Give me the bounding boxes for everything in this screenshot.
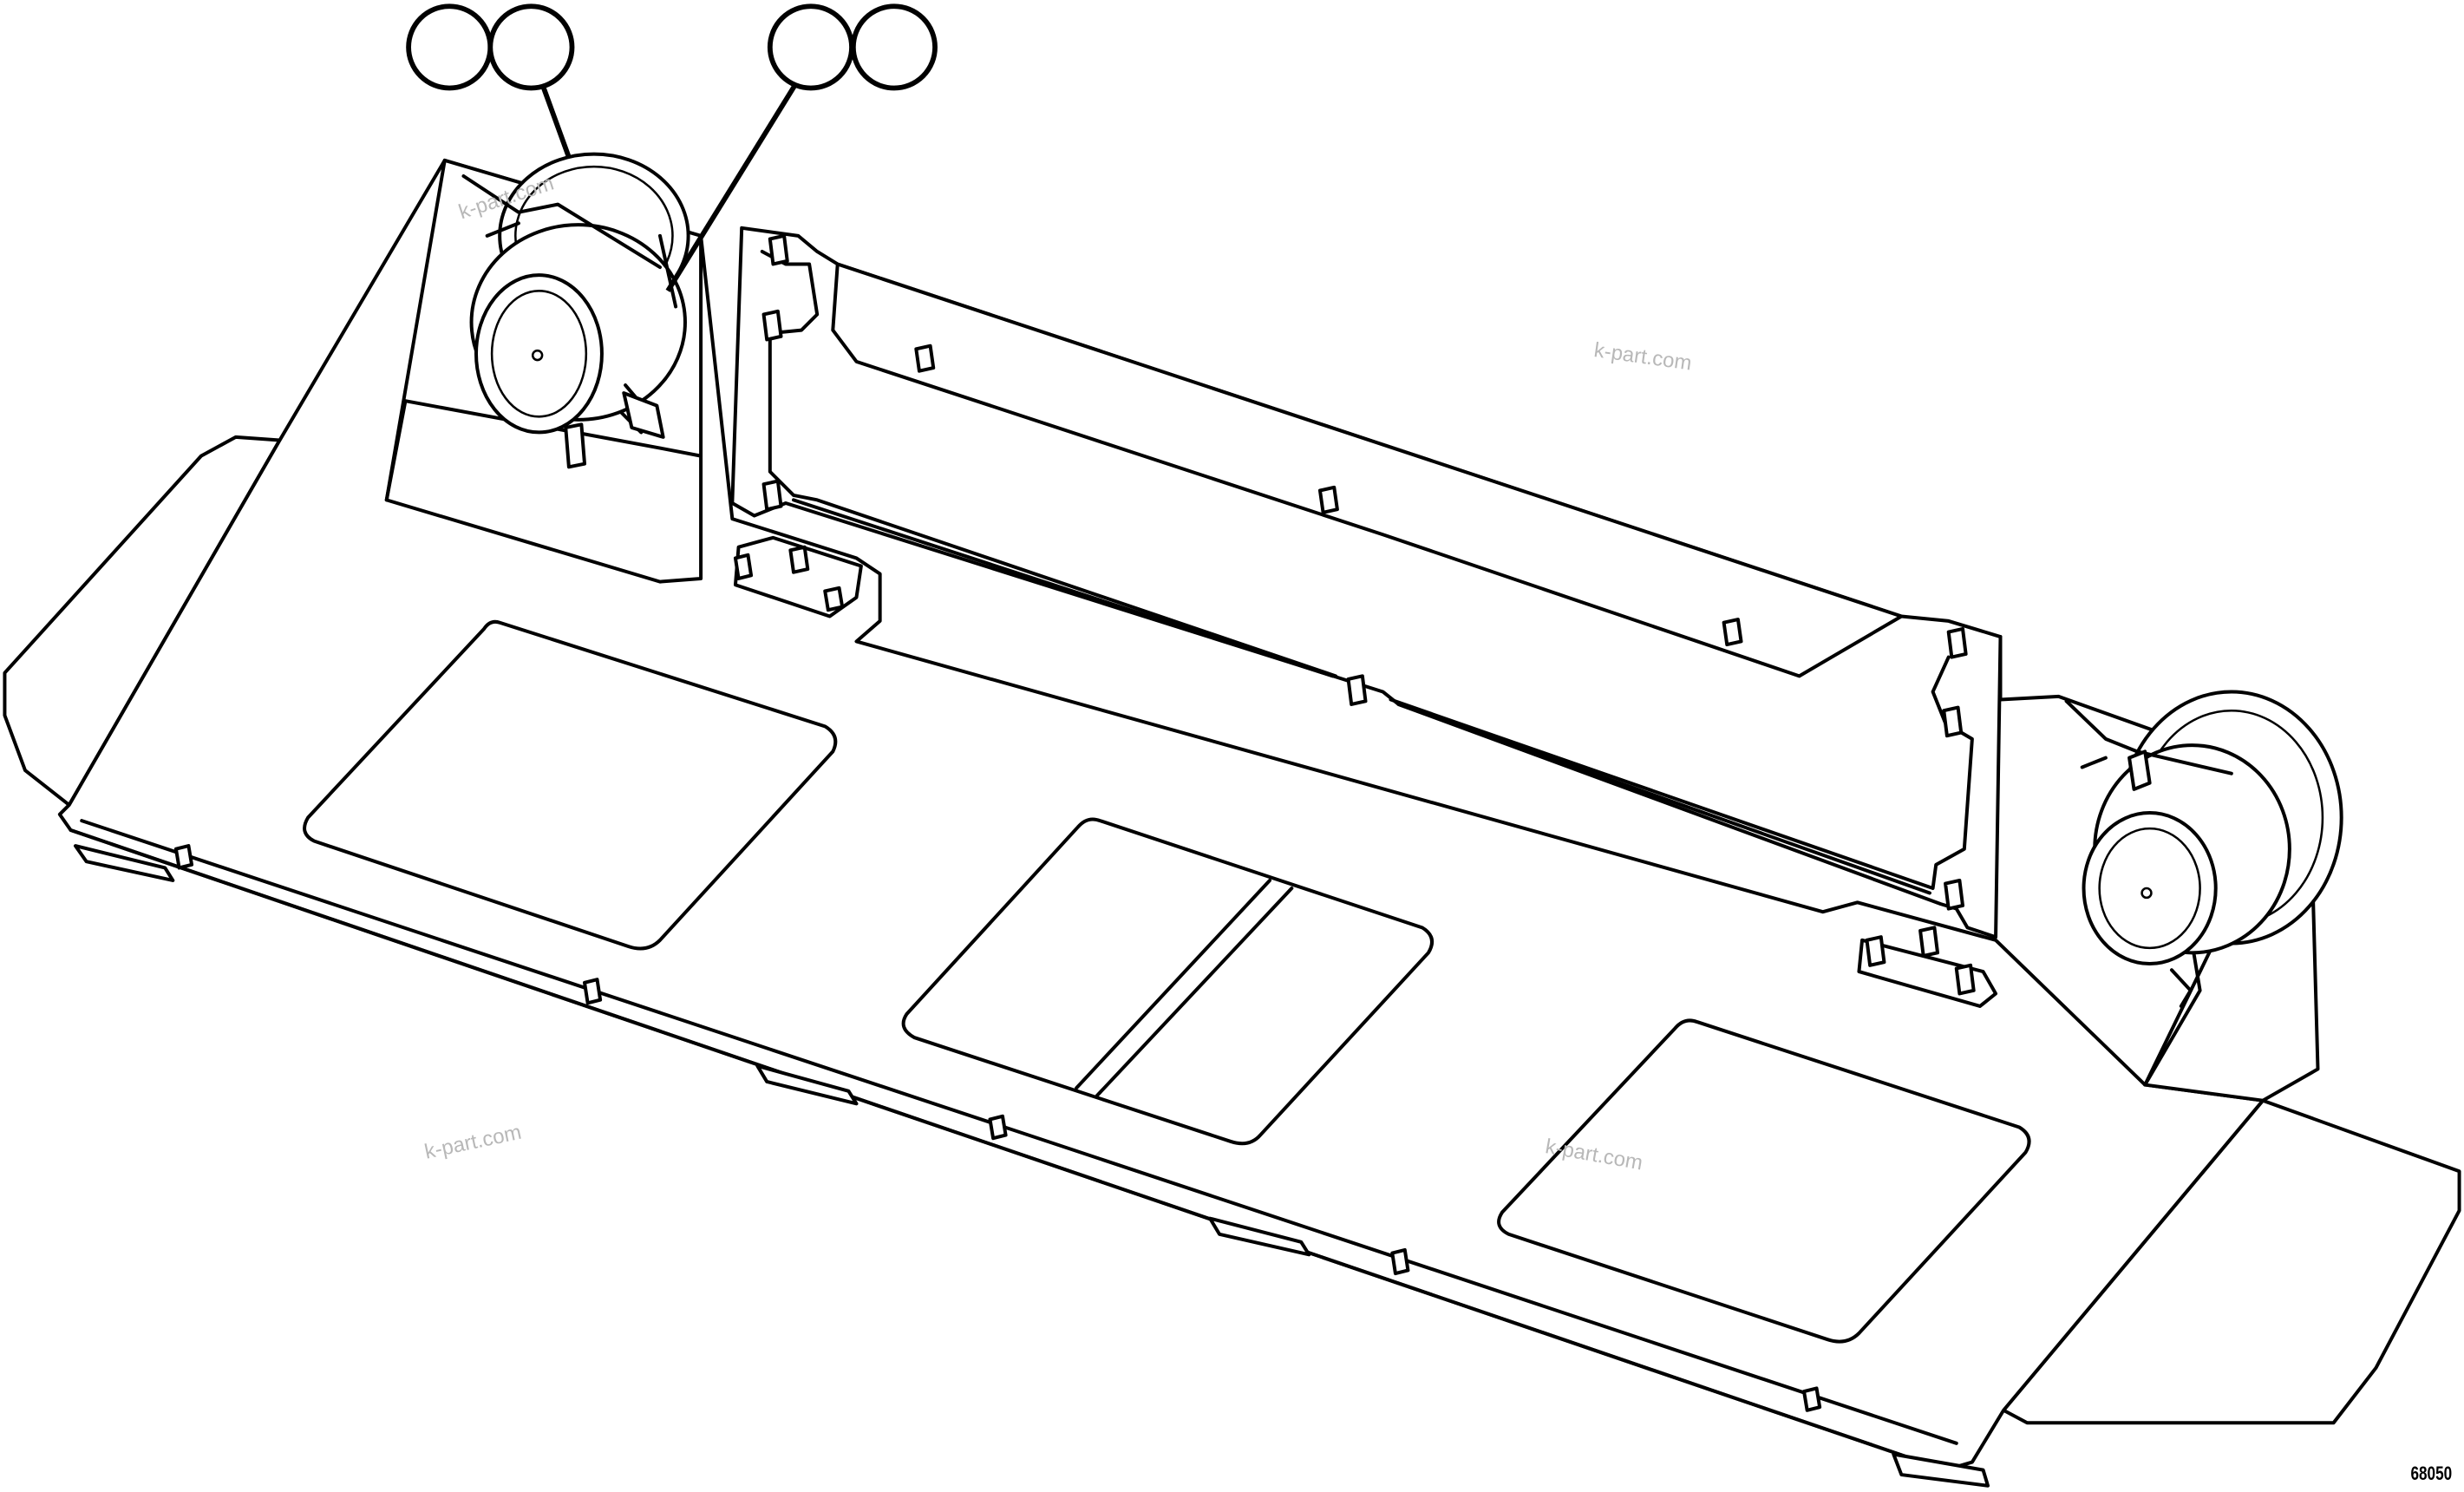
center-panel-cover-plate — [831, 262, 1904, 678]
left-wall-fold — [384, 158, 447, 502]
right-speaker-bracket — [2064, 699, 2233, 1008]
callout-speaker-a — [406, 3, 493, 91]
right-end-flange — [2002, 1098, 2461, 1425]
front-rim — [80, 819, 1958, 1445]
right-speaker-wall — [1998, 635, 2320, 1103]
right-floor-opening — [1497, 1018, 2031, 1344]
left-foot — [73, 844, 175, 882]
left-speaker-stud — [564, 422, 587, 469]
left-speaker-magnet-inner — [490, 290, 588, 418]
left-speaker-center — [531, 349, 544, 362]
right-speaker-center — [2140, 887, 2153, 900]
right-foot — [1892, 1452, 1990, 1488]
right-speaker-stud — [2127, 749, 2152, 791]
figure-number: 68050 — [2410, 1463, 2452, 1484]
callout-screw-b — [850, 3, 938, 91]
center-opening-divider — [1075, 878, 1294, 1098]
center-left-foot — [755, 1063, 859, 1106]
center-right-foot — [1208, 1216, 1311, 1257]
right-terminal-studs — [1865, 926, 1976, 996]
center-floor-opening — [901, 817, 1435, 1146]
leader-speaker — [541, 87, 572, 159]
left-terminal-studs — [733, 545, 845, 612]
center-panel-inner-border — [760, 249, 1974, 891]
left-floor-opening — [303, 619, 838, 951]
front-fasteners — [173, 844, 1822, 1412]
center-panel-lower-edge — [791, 498, 1931, 895]
front-rim-lower — [69, 828, 1948, 1472]
left-speaker-bracket — [461, 173, 678, 435]
right-speaker-magnet-inner — [2098, 827, 2201, 950]
left-speaker-magnet — [474, 273, 604, 435]
callout-speaker-b — [487, 3, 575, 91]
left-speaker-connector — [622, 391, 665, 439]
leader-screw — [665, 83, 798, 292]
center-panel-fasteners — [761, 233, 1968, 911]
callout-screw-a — [767, 3, 854, 91]
